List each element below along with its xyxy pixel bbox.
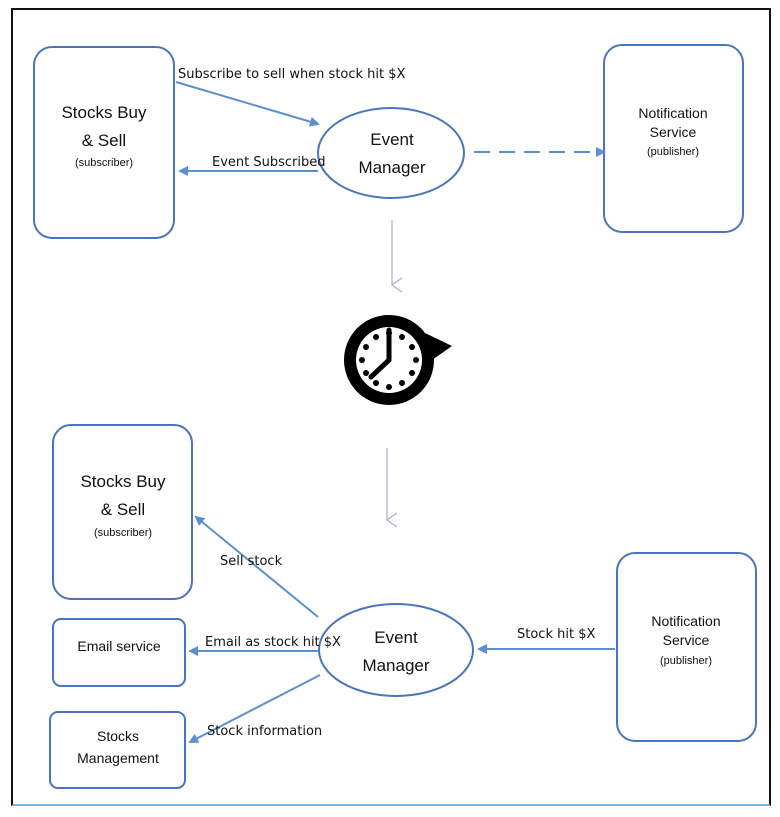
arrow-email-label: Email as stock hit $X (205, 635, 341, 650)
bottom-subscriber-line2: & Sell (101, 500, 145, 519)
arrow-sell-stock-label: Sell stock (220, 554, 283, 569)
arrow-subscribe (175, 81, 320, 127)
top-publisher-line1: Notification (638, 105, 707, 121)
bottom-event-manager-line2: Manager (362, 656, 429, 675)
top-subscriber-line2: & Sell (82, 131, 126, 150)
top-subscriber-sub: (subscriber) (75, 157, 133, 169)
bottom-subscriber-box: Stocks Buy & Sell (subscriber) (52, 424, 193, 600)
bottom-subscriber-sub: (subscriber) (94, 527, 152, 539)
bottom-event-manager-line1: Event (374, 628, 418, 647)
arrow-subscribe-label: Subscribe to sell when stock hit $X (178, 67, 406, 82)
arrow-stock-hit-label: Stock hit $X (517, 627, 595, 642)
top-event-manager-line1: Event (370, 130, 414, 149)
top-event-manager: Event Manager (317, 107, 465, 199)
top-publisher-line2: Service (650, 124, 697, 140)
frame-border (11, 8, 771, 806)
stocks-management-line2: Management (77, 750, 159, 766)
top-publisher-sub: (publisher) (647, 146, 699, 158)
bottom-publisher-line2: Service (663, 632, 710, 648)
top-subscriber-line1: Stocks Buy (61, 103, 147, 122)
bottom-publisher-box: Notification Service (publisher) (616, 552, 757, 742)
email-service-label: Email service (77, 638, 160, 654)
bottom-publisher-line1: Notification (651, 613, 720, 629)
top-subscriber-box: Stocks Buy & Sell (subscriber) (33, 46, 175, 239)
top-event-manager-line2: Manager (358, 158, 425, 177)
bottom-event-manager: Event Manager (318, 603, 474, 697)
email-service-box: Email service (52, 618, 186, 687)
stocks-management-line1: Stocks (97, 728, 139, 744)
arrow-stock-information (188, 674, 321, 743)
arrow-stock-information-label: Stock information (207, 724, 322, 739)
clock-dots (359, 330, 419, 390)
stocks-management-box: Stocks Management (49, 711, 186, 789)
clock-refresh-icon (344, 315, 452, 405)
top-publisher-box: Notification Service (publisher) (603, 44, 744, 233)
bottom-publisher-sub: (publisher) (660, 655, 712, 667)
bottom-subscriber-line1: Stocks Buy (80, 472, 166, 491)
arrow-sell-stock (194, 515, 319, 618)
arrow-event-subscribed-label: Event Subscribed (212, 155, 326, 170)
